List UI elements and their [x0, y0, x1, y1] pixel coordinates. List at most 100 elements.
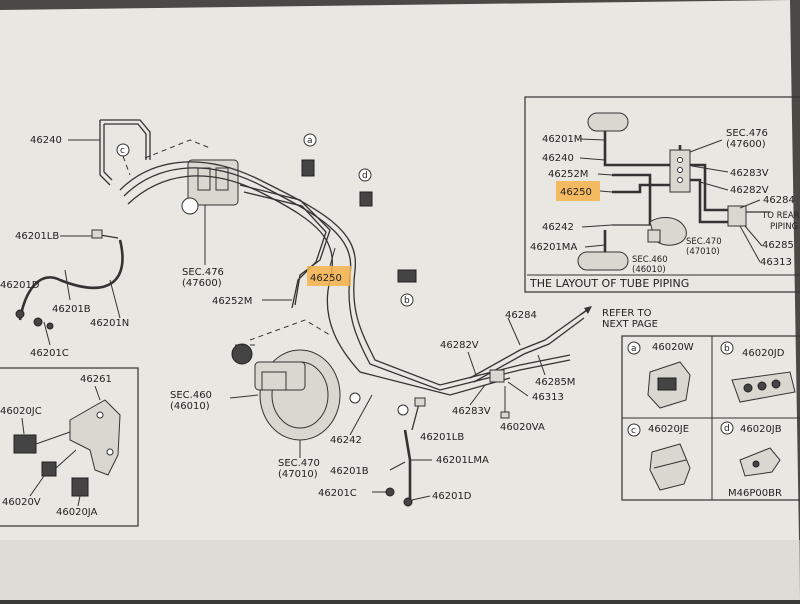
- label-46201LMA: 46201LMA: [436, 455, 489, 466]
- label-refer-2: NEXT PAGE: [602, 319, 658, 330]
- abs-actuator: [187, 159, 239, 206]
- fitting-46201D-b: [403, 497, 413, 507]
- inset-leader-46284: [739, 199, 761, 209]
- clip-46020JD-hole-2: [757, 381, 767, 391]
- clip-46201LB: [91, 229, 103, 239]
- inset-port-1: [677, 157, 683, 163]
- connector-46020JC: [13, 434, 37, 454]
- clip-46020W-slot: [657, 377, 677, 391]
- detail-a-letter: a: [631, 344, 637, 354]
- inset-leader-46242: [581, 224, 613, 228]
- inset-leader-46285: [744, 225, 763, 247]
- clip-46020JD-hole-3: [771, 379, 781, 389]
- inset-leader-46250: [599, 190, 613, 193]
- detail-a-circle: [627, 341, 641, 355]
- inset-front-wheel: [587, 112, 629, 132]
- tube-46284: [469, 314, 581, 379]
- clip-46020JD-hole-1: [743, 383, 753, 393]
- screen-lower-glare: [0, 540, 800, 600]
- reservoir-cap: [231, 343, 253, 365]
- leader-46201D-b: [411, 495, 431, 501]
- hose-46201N: [18, 239, 124, 321]
- label-46242: 46242: [330, 435, 362, 446]
- inset-label-sec470-num: (47010): [686, 247, 720, 257]
- label-46261: 46261: [80, 374, 112, 385]
- inset-label-46282V: 46282V: [730, 185, 769, 196]
- fitting-46201C: [33, 317, 43, 327]
- inset-label-46313: 46313: [760, 257, 792, 268]
- inset-label-46201MA: 46201MA: [530, 242, 577, 253]
- leader-46201C: [43, 321, 51, 346]
- leader-46020JC: [21, 417, 25, 435]
- inset-leader-46282V: [699, 181, 729, 191]
- inset-port-3: [677, 177, 683, 183]
- leader-46282V: [467, 351, 477, 376]
- callout-c-main: [116, 143, 130, 157]
- leader-sec460: [229, 394, 259, 399]
- link-1: [35, 431, 71, 445]
- leader-46201N: [109, 279, 121, 319]
- tube-46240-a: [100, 119, 151, 160]
- bracket-46261: [69, 399, 121, 476]
- label-46252M: 46252M: [212, 296, 252, 307]
- label-46201D: 46201D: [0, 280, 40, 291]
- label-sec476: SEC.476: [182, 267, 224, 278]
- callout-d-main-2: [397, 404, 409, 416]
- leader-46020V: [29, 475, 45, 497]
- inset-tube-46252M: [612, 173, 652, 225]
- inset-label-46252M: 46252M: [548, 169, 588, 180]
- label-46201N: 46201N: [90, 318, 129, 329]
- inset-tube-46282V: [690, 178, 745, 224]
- inset-tube-layout: 46201M 46240 46252M 46250 46242 46201MA …: [524, 96, 800, 293]
- dash-booster: [249, 319, 331, 341]
- clip-b-main: [397, 269, 417, 283]
- tube-46252M-b: [243, 191, 327, 309]
- inset-leader-46313: [739, 225, 761, 263]
- detail-a-part: 46020W: [652, 342, 694, 353]
- inset-label-46250: 46250: [560, 187, 592, 198]
- clip-46020JB: [739, 447, 781, 477]
- label-46285M: 46285M: [535, 377, 575, 388]
- leader-46284: [507, 317, 521, 346]
- callout-d-text: d: [362, 171, 368, 181]
- label-sec460: SEC.460: [170, 390, 212, 401]
- inset-port-2: [677, 167, 683, 173]
- label-46201LB: 46201LB: [15, 231, 59, 242]
- inset-leader-46240: [579, 157, 606, 161]
- inset-label-sec476: SEC.476: [726, 128, 768, 139]
- detail-c-part: 46020JE: [648, 424, 689, 435]
- label-46020JA: 46020JA: [56, 507, 98, 518]
- label-46250: 46250: [310, 273, 342, 284]
- inset-leader-46201M: [579, 138, 606, 141]
- label-46201C-b: 46201C: [318, 488, 357, 499]
- tube-46240-d: [103, 124, 113, 181]
- clip-46020JE-seam: [653, 459, 687, 469]
- label-sec470: SEC.470: [278, 458, 320, 469]
- clip-46020JB-hole: [752, 460, 760, 468]
- label-sec460-num: (46010): [170, 401, 210, 412]
- label-46284: 46284: [505, 310, 537, 321]
- link-2: [55, 449, 77, 469]
- callout-b-main: [400, 293, 414, 307]
- label-sec470-num: (47010): [278, 469, 318, 480]
- leader-46242: [349, 394, 373, 436]
- abs-mount: [181, 197, 199, 215]
- leader-46283V: [469, 384, 486, 406]
- callout-a-text: a: [307, 136, 313, 146]
- label-46201C: 46201C: [30, 348, 69, 359]
- fitting-46201C-b: [46, 322, 54, 330]
- detail-b-part: 46020JD: [742, 348, 785, 359]
- label-46201B-b: 46201B: [330, 466, 369, 477]
- detail-c-circle: [627, 423, 641, 437]
- leader-46261: [94, 385, 101, 401]
- label-46313: 46313: [532, 392, 564, 403]
- highlight-46250: [307, 266, 351, 286]
- inset-junction: [727, 205, 747, 227]
- tube-46201LB: [99, 234, 119, 239]
- tube-46240-c: [99, 120, 111, 186]
- inset-label-to-rear-1: TO REAR: [761, 211, 800, 221]
- tube-46240-b: [104, 123, 147, 160]
- label-46020VA: 46020VA: [500, 422, 545, 433]
- tube-bundle-1: [119, 161, 571, 386]
